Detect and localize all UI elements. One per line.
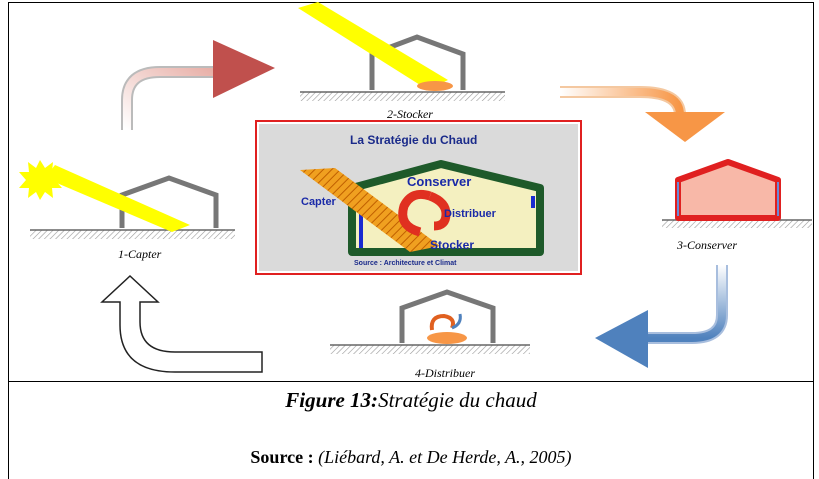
sun-icon [19,160,62,200]
house-distribuer [330,289,530,354]
inset-source: Source : Architecture et Climat [354,260,457,267]
arrow-capter-to-stocker [121,40,275,130]
sun-ray [45,165,190,232]
inset-word-stocker: Stocker [430,238,475,252]
step-label-distribuer: 4-Distribuer [415,366,475,380]
inset-strategie [255,120,582,275]
figure-source: Source : (Liébard, A. et De Herde, A., 2… [8,447,814,468]
sun-ray [298,2,448,90]
house-stocker [298,2,505,101]
step-label-capter: 1-Capter [118,247,162,261]
caption-frame [8,382,814,479]
house-conserver [662,159,812,228]
arrow-stocker-to-conserver [560,86,725,142]
step-label-conserver: 3-Conserver [677,238,737,252]
arrow-conserver-to-distribuer [595,265,728,368]
arrow-distribuer-to-capter [100,274,263,373]
source-label: Source : [250,447,314,467]
diagram-frame [8,2,814,382]
figure-text: Stratégie du chaud [378,388,537,412]
inset-word-conserver: Conserver [407,174,472,189]
inset-word-distribuer: Distribuer [444,208,496,220]
inset-title: La Stratégie du Chaud [350,133,478,147]
source-text: (Liébard, A. et De Herde, A., 2005) [318,447,572,467]
step-label-stocker: 2-Stocker [387,107,433,121]
figure-caption: Figure 13:Stratégie du chaud [8,388,814,413]
inset-word-capter: Capter [301,196,336,208]
house-capter [19,160,235,239]
figure-label: Figure 13: [285,388,379,412]
